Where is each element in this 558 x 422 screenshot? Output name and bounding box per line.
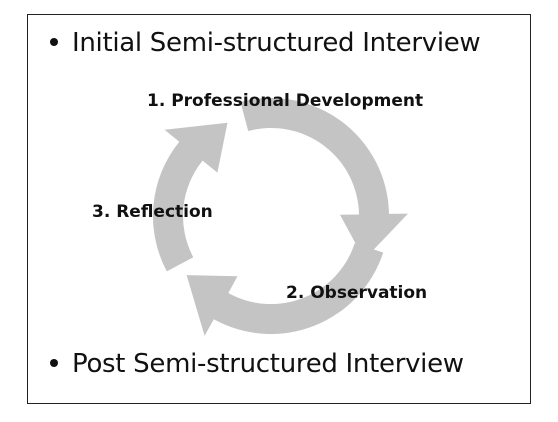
bullet-initial-interview: Initial Semi-structured Interview — [50, 28, 481, 58]
bullet-dot-icon — [50, 358, 58, 367]
step-observation-label: 2. Observation — [286, 283, 428, 303]
bullet-dot-icon — [50, 37, 58, 46]
step-professional-development-label: 1. Professional Development — [147, 91, 424, 111]
cycle-arrows — [152, 97, 408, 336]
slide-frame — [27, 14, 531, 404]
bullet-post-interview-text: Post Semi-structured Interview — [72, 349, 464, 379]
arrow-to-professional-development-icon — [152, 122, 228, 272]
bullet-initial-interview-text: Initial Semi-structured Interview — [72, 28, 481, 58]
bullet-post-interview: Post Semi-structured Interview — [50, 349, 464, 379]
arrow-to-reflection-icon — [186, 243, 384, 336]
step-reflection-label: 3. Reflection — [92, 202, 213, 222]
arrow-to-observation-icon — [240, 97, 408, 260]
